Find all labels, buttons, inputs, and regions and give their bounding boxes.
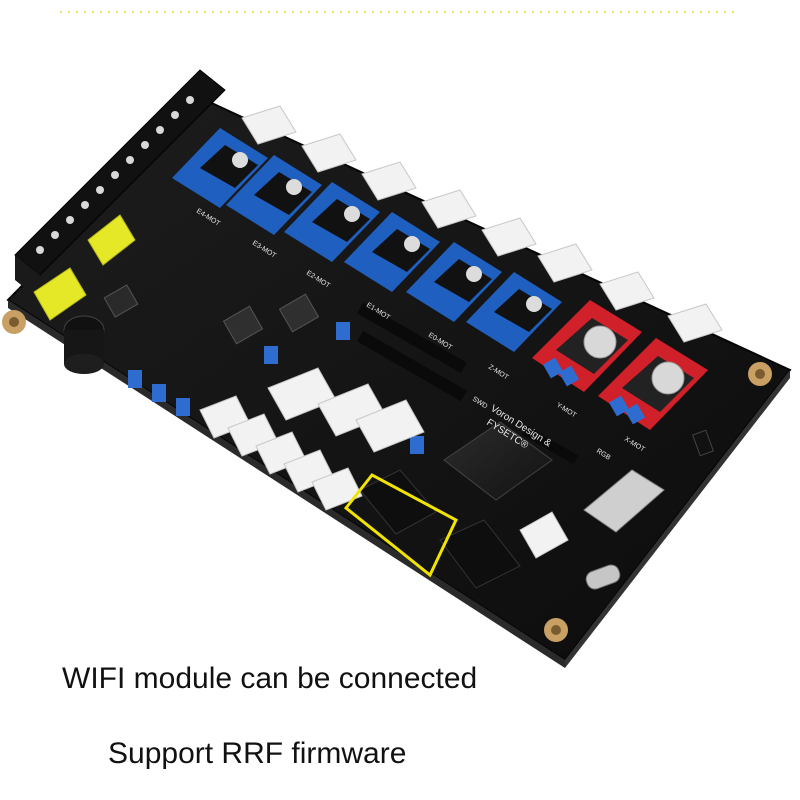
pcb-board [6, 98, 792, 668]
capacitor [63, 315, 105, 374]
highlight-frame [343, 473, 458, 578]
driver-2 [226, 155, 322, 235]
driver-4 [344, 212, 440, 292]
driver-6 [466, 272, 562, 352]
wifi-caption: WIFI module can be connected [62, 662, 478, 695]
mounting-holes [2, 310, 772, 642]
power-components [103, 284, 320, 345]
driver-7-red [532, 300, 642, 392]
controller-board-photo: Voron Design & FYSETC® SWD RGB E4-MOT E3… [2, 69, 792, 668]
mcu-chip [443, 421, 553, 501]
fuses [33, 214, 136, 321]
sd-card-slot [583, 469, 665, 533]
driver-5 [406, 242, 502, 322]
driver-3 [284, 182, 380, 262]
decorative-dotted-line [60, 11, 740, 13]
usb-c-port [585, 564, 621, 590]
top-connectors [241, 105, 723, 343]
lower-connectors [199, 367, 569, 559]
reset-button [692, 429, 714, 457]
driver-8-red [598, 338, 708, 430]
firmware-caption: Support RRF firmware [108, 737, 407, 770]
pin-headers [357, 302, 579, 465]
jumpers [128, 322, 424, 454]
stepper-drivers [172, 128, 708, 430]
power-terminal-block [14, 69, 226, 300]
driver-1 [172, 128, 268, 208]
box-headers [359, 469, 521, 589]
